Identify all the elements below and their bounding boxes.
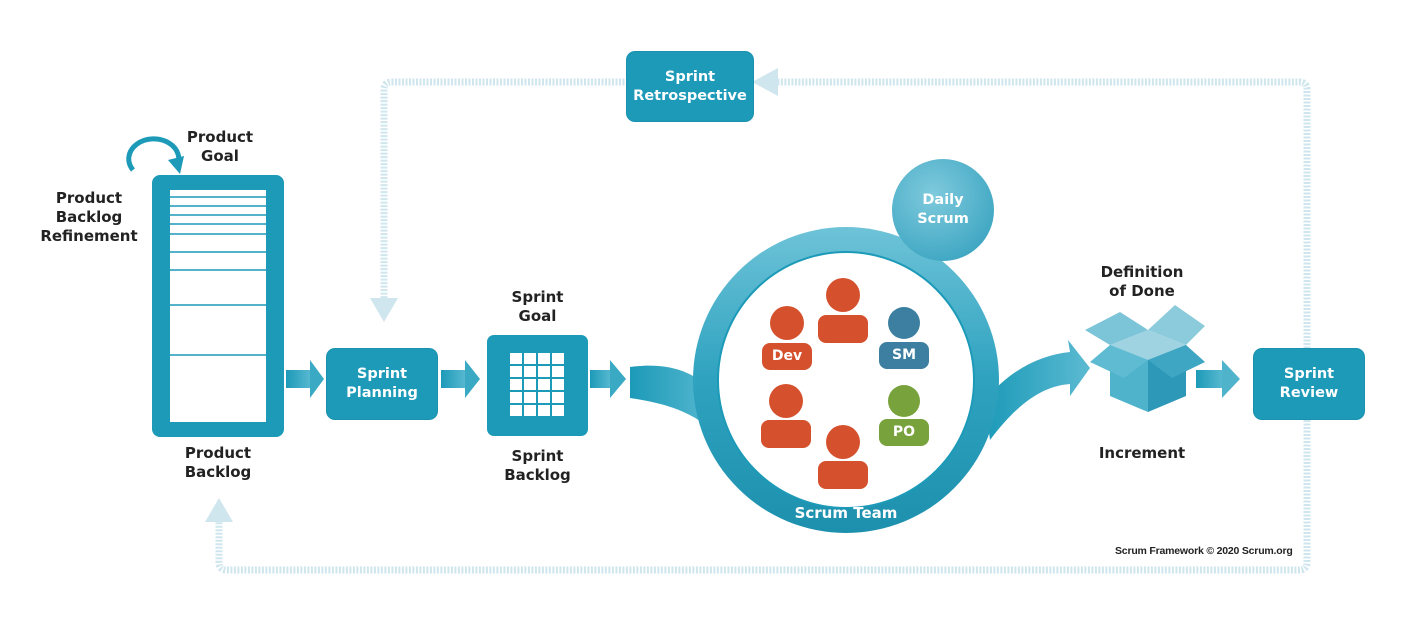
- developer-person-icon: [761, 384, 811, 448]
- sprint-planning-box: Sprint Planning: [326, 348, 438, 420]
- product-backlog-stack: [152, 175, 284, 437]
- daily-scrum-label: Daily Scrum: [917, 192, 969, 227]
- developer-person-icon: [818, 278, 868, 343]
- increment-box-icon: [1085, 305, 1205, 412]
- sprint-backlog-label: Sprint Backlog: [504, 447, 571, 484]
- retrospective-to-planning-loop: [380, 78, 628, 302]
- product-owner-person-icon: [879, 385, 929, 446]
- scrum-master-person-icon: [879, 307, 929, 369]
- backlog-refinement-label: Product Backlog Refinement: [40, 189, 138, 245]
- po-role-label: PO: [892, 424, 916, 440]
- scrum-team-members: [761, 278, 929, 489]
- definition-of-done-label: Definition of Done: [1100, 263, 1184, 300]
- developer-person-icon: [818, 425, 868, 489]
- sprint-goal-label: Sprint Goal: [511, 288, 564, 325]
- sprint-exit-swoosh: [985, 340, 1090, 440]
- developer-person-icon: [762, 306, 812, 370]
- arrowhead-to-product-backlog: [205, 498, 233, 522]
- arrowhead-to-retrospective: [752, 68, 778, 96]
- sprint-backlog-board: [487, 335, 588, 436]
- refinement-cycle-icon: [126, 136, 184, 174]
- scrum-team-label: Scrum Team: [794, 504, 898, 522]
- product-backlog-label: Product Backlog: [184, 444, 252, 481]
- feedback-loop: [215, 78, 1311, 574]
- increment-label: Increment: [1098, 444, 1186, 462]
- flow-arrows: [286, 360, 1240, 398]
- arrowhead-to-planning: [370, 298, 398, 322]
- review-to-backlog-loop: [215, 420, 1311, 574]
- sm-role-label: SM: [891, 347, 916, 363]
- review-to-retrospective-loop: [762, 78, 1311, 352]
- daily-scrum-bubble: [892, 159, 994, 261]
- sprint-retrospective-box: Sprint Retrospective: [626, 51, 754, 122]
- sprint-review-box: Sprint Review: [1253, 348, 1365, 420]
- product-goal-label: Product Goal: [186, 128, 254, 165]
- copyright-footer: Scrum Framework © 2020 Scrum.org: [1115, 545, 1293, 557]
- dev-role-label: Dev: [771, 348, 803, 364]
